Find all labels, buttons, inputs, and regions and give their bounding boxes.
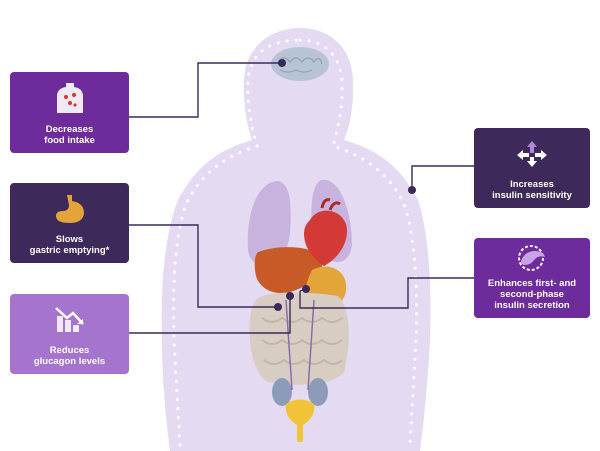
node-stomach <box>274 303 282 311</box>
brain <box>271 47 329 81</box>
callout-reduces-glucagon-levels: Reduces glucagon levels <box>10 294 129 374</box>
declining-chart-icon <box>53 294 87 345</box>
body-torso-icon <box>55 72 85 124</box>
liver <box>254 247 323 294</box>
callout-label: Slows gastric emptying* <box>29 234 110 256</box>
intestines <box>249 292 349 385</box>
node-pancreas-glucagon <box>286 292 294 300</box>
node-pancreas-insulin <box>302 285 310 293</box>
node-muscle <box>408 186 416 194</box>
callout-label: Enhances first- and second-phase insulin… <box>487 278 577 311</box>
body-silhouette <box>161 28 431 451</box>
bladder <box>285 399 315 442</box>
callout-label: Increases insulin sensitivity <box>492 179 572 201</box>
heart <box>304 198 348 266</box>
connector-lines <box>129 62 475 334</box>
kidneys <box>272 299 328 406</box>
callout-label: Decreases food intake <box>44 124 95 146</box>
callout-decreases-food-intake: Decreases food intake <box>10 72 129 153</box>
callout-label: Reduces glucagon levels <box>33 345 106 367</box>
callout-enhances-insulin-secretion: Enhances first- and second-phase insulin… <box>474 238 590 318</box>
pancreas-icon <box>515 238 549 278</box>
connector-nodes <box>274 59 416 311</box>
directional-arrows-icon <box>515 128 549 179</box>
callout-increases-insulin-sensitivity: Increases insulin sensitivity <box>474 128 590 208</box>
node-brain <box>278 59 286 67</box>
body-dotted-outline <box>172 38 418 447</box>
stomach-icon <box>53 183 87 234</box>
callout-slows-gastric-emptying: Slows gastric emptying* <box>10 183 129 263</box>
